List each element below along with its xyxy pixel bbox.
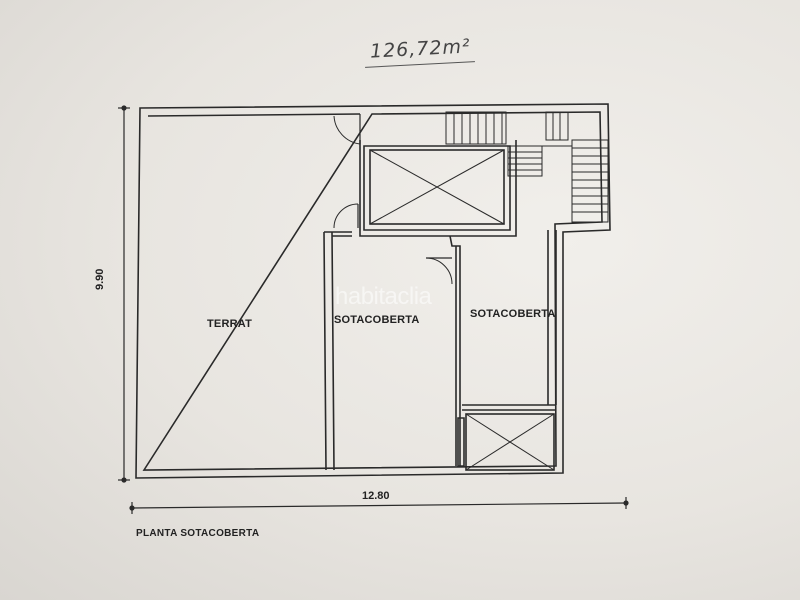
room-label-attic-left: SOTACOBERTA [334,314,420,326]
wall-terrace-attic [323,231,335,471]
watermark-logo: habitaclia [335,283,432,310]
wall-right-attic-side [547,230,557,405]
height-dimension-label: 9.90 [94,268,106,290]
void-upper [369,149,505,225]
door-arc-3 [425,257,453,285]
room-label-attic-right: SOTACOBERTA [470,308,556,320]
wall-upper-void [359,140,517,237]
door-arc-2 [333,203,359,229]
wall-top-attic [324,231,352,237]
dimension-line-horizontal [129,497,629,514]
dimension-line-vertical [118,105,130,483]
room-label-terrace: TERRAT [207,318,252,330]
wall-attic-bottom [462,404,556,411]
wall-attic-middle [449,235,461,466]
void-lower [465,413,555,471]
outer-wall-inner [142,111,603,471]
door-arc-1 [333,115,361,145]
width-dimension-label: 12.80 [362,490,390,502]
outer-wall-outer [135,103,611,479]
stair-right-top [545,111,569,141]
stair-right [571,139,609,223]
plan-caption: PLANTA SOTACOBERTA [136,528,260,539]
stair-top [445,111,507,145]
stair-middle [507,145,543,177]
